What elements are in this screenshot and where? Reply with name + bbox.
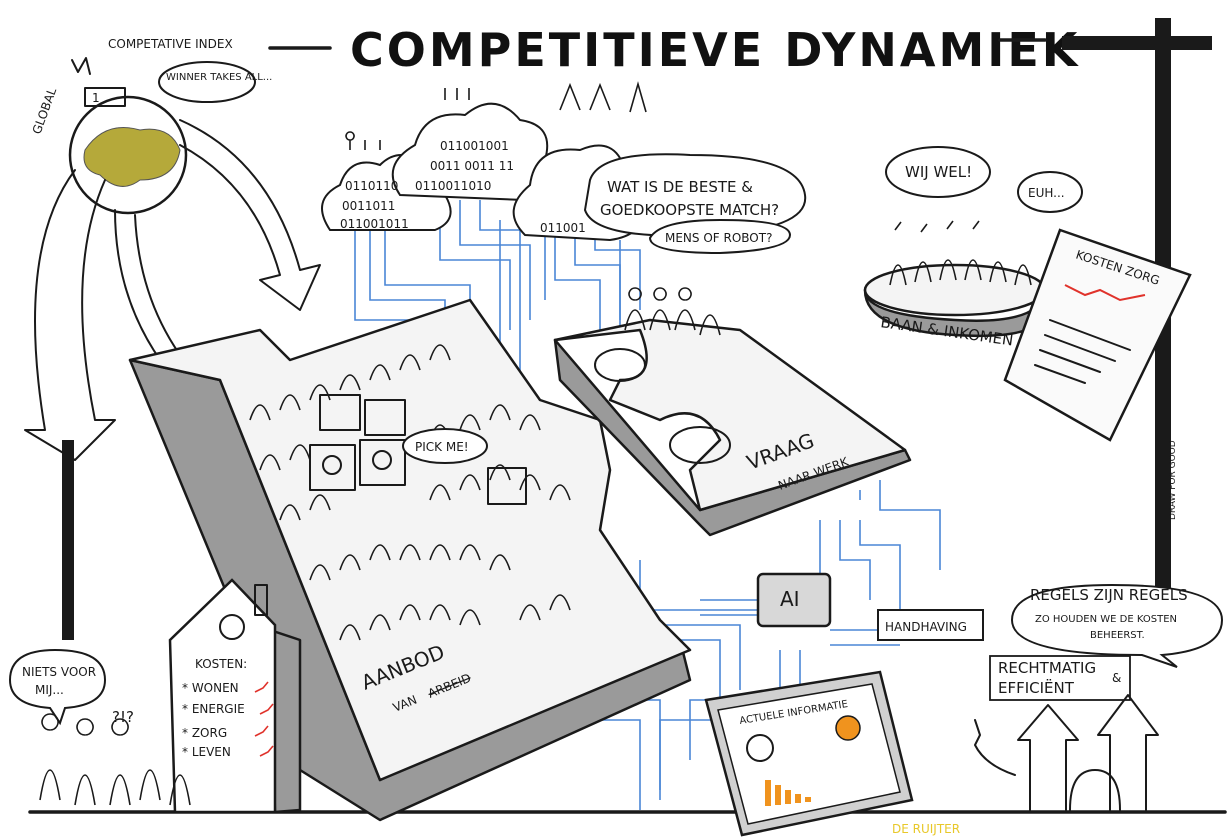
page-title: COMPETITIEVE DYNAMIEK	[350, 23, 1080, 77]
up-arrow-icon	[1097, 694, 1159, 811]
enforcement-label: HANDHAVING	[885, 620, 967, 634]
lawful-line-1: RECHTMATIG	[998, 659, 1096, 677]
cost-trend-icon	[1064, 284, 1146, 302]
question-bubble	[583, 153, 807, 237]
artist-signature: DE RUIJTER	[892, 822, 960, 836]
pointing-hand-icon	[974, 719, 1016, 776]
we-do-bubble	[885, 146, 991, 198]
pie-chart-icon	[835, 715, 861, 741]
we-do-text: WIJ WEL!	[905, 163, 972, 181]
question-line-3: MENS OF ROBOT?	[665, 231, 772, 245]
lawful-box	[989, 655, 1131, 701]
binary-line-5: 0011 0011 11	[430, 159, 514, 173]
sun-sparkle-icon	[71, 57, 91, 75]
side-signature: DRAW FOR GOOD	[1168, 440, 1178, 520]
uh-text: EUH...	[1028, 186, 1065, 200]
document-paper	[1003, 228, 1192, 442]
question-line-2: GOEDKOOPSTE MATCH?	[600, 201, 779, 219]
house-chimney	[254, 584, 268, 616]
pick-me-bubble	[402, 428, 488, 464]
candidate-sign-1	[319, 394, 361, 431]
ai-chip: AI	[756, 572, 832, 628]
house-window-icon	[219, 614, 245, 640]
podium-rank: 1	[92, 91, 100, 105]
ai-chip-label: AI	[780, 587, 800, 611]
podium-icon	[84, 87, 126, 107]
person-icon	[372, 450, 392, 470]
arch-icon	[1069, 769, 1121, 811]
signpost-beam	[1062, 36, 1212, 50]
rules-line-2: BEHEERST.	[1090, 630, 1145, 641]
candidate-sign-4	[359, 439, 406, 486]
empty-sign	[487, 467, 527, 505]
bar-chart-icon	[765, 780, 811, 806]
title-group: COMPETITIEVE DYNAMIEK	[268, 23, 1080, 77]
nothing-line-1: NIETS VOOR	[22, 665, 96, 679]
rules-bubble: REGELS ZIJN REGELS ZO HOUDEN WE DE KOSTE…	[1010, 583, 1224, 668]
demand-puzzle: VRAAG NAAR WERK	[553, 287, 912, 537]
earth-continents-icon	[83, 127, 181, 187]
cloud-people	[345, 81, 647, 150]
lawful-efficient: RECHTMATIG EFFICIËNT &	[974, 655, 1159, 811]
supply-crowd	[249, 344, 571, 641]
lawful-line-2: EFFICIËNT	[998, 678, 1075, 697]
puzzle-knob	[669, 426, 731, 464]
pick-me-text: PICK ME!	[415, 440, 469, 454]
binary-line-6: 0110011010	[415, 179, 491, 193]
demand-slab-top	[553, 318, 907, 512]
question-bubble-tail	[648, 218, 792, 255]
question-line-1: WAT IS DE BESTE &	[607, 178, 753, 196]
cost-house: KOSTEN: * WONEN * ENERGIE * ZORG * LEVEN	[168, 578, 302, 814]
winner-bubble-text: WINNER TAKES ALL...	[166, 72, 272, 83]
circuit-lines-top	[354, 200, 641, 380]
candidate-sign-2	[364, 399, 406, 436]
left-crowd	[39, 713, 191, 806]
robot-question: WAT IS DE BESTE & GOEDKOOPSTE MATCH? MEN…	[583, 153, 807, 255]
document-lines	[1034, 319, 1131, 384]
platform-crowd	[889, 220, 1032, 286]
house-item-3: * ZORG	[182, 726, 227, 740]
info-tablet: ACTUELE INFORMATIE	[704, 670, 914, 837]
global-label: GLOBAL	[30, 86, 60, 136]
left-arrow-icon	[24, 169, 116, 461]
person-icon	[322, 455, 342, 475]
supply-puzzle: PICK ME! AANBOD VAN ARBEID	[128, 298, 692, 822]
left-pole	[62, 440, 74, 640]
binary-line-7: 011001	[540, 221, 586, 235]
rules-heading: REGELS ZIJN REGELS	[1030, 586, 1188, 604]
rising-cost-arrows	[254, 681, 274, 757]
question-marks: ?!?	[112, 708, 134, 726]
competitive-index-label: COMPETATIVE INDEX	[108, 37, 233, 51]
right-arrow-icon	[179, 119, 321, 311]
house-item-4: * LEVEN	[182, 745, 231, 759]
rules-line-1: ZO HOUDEN WE DE KOSTEN	[1035, 614, 1177, 625]
house-item-1: * WONEN	[182, 681, 239, 695]
left-bubble: NIETS VOOR MIJ... ?!?	[8, 648, 191, 806]
demand-crowd	[624, 287, 721, 336]
nothing-line-2: MIJ...	[35, 683, 64, 697]
uh-bubble	[1017, 171, 1083, 213]
enforcement-box	[877, 609, 984, 641]
binary-line-4: 011001001	[440, 139, 509, 153]
enforcement: HANDHAVING	[877, 609, 984, 641]
lawful-amp: &	[1112, 671, 1121, 685]
income-platform: BAAN & INKOMEN WIJ WEL! EUH...	[863, 146, 1083, 350]
binary-line-3: 011001011	[340, 217, 409, 231]
person-icon	[746, 734, 774, 762]
house-item-2: * ENERGIE	[182, 702, 245, 716]
house-heading: KOSTEN:	[195, 657, 247, 671]
nothing-for-me-bubble	[8, 648, 107, 726]
candidate-sign-3	[309, 444, 356, 491]
globe-group: 1 COMPETATIVE INDEX GLOBAL WINNER TAKES …	[30, 37, 272, 215]
ai-chip-icon	[756, 572, 832, 628]
puzzle-knob	[594, 348, 646, 382]
up-arrow-icon	[1017, 704, 1079, 811]
winner-bubble	[158, 61, 256, 103]
binary-line-1: 0110110	[345, 179, 398, 193]
binary-line-2: 0011011	[342, 199, 395, 213]
rules-bubble-shape	[1010, 583, 1224, 668]
